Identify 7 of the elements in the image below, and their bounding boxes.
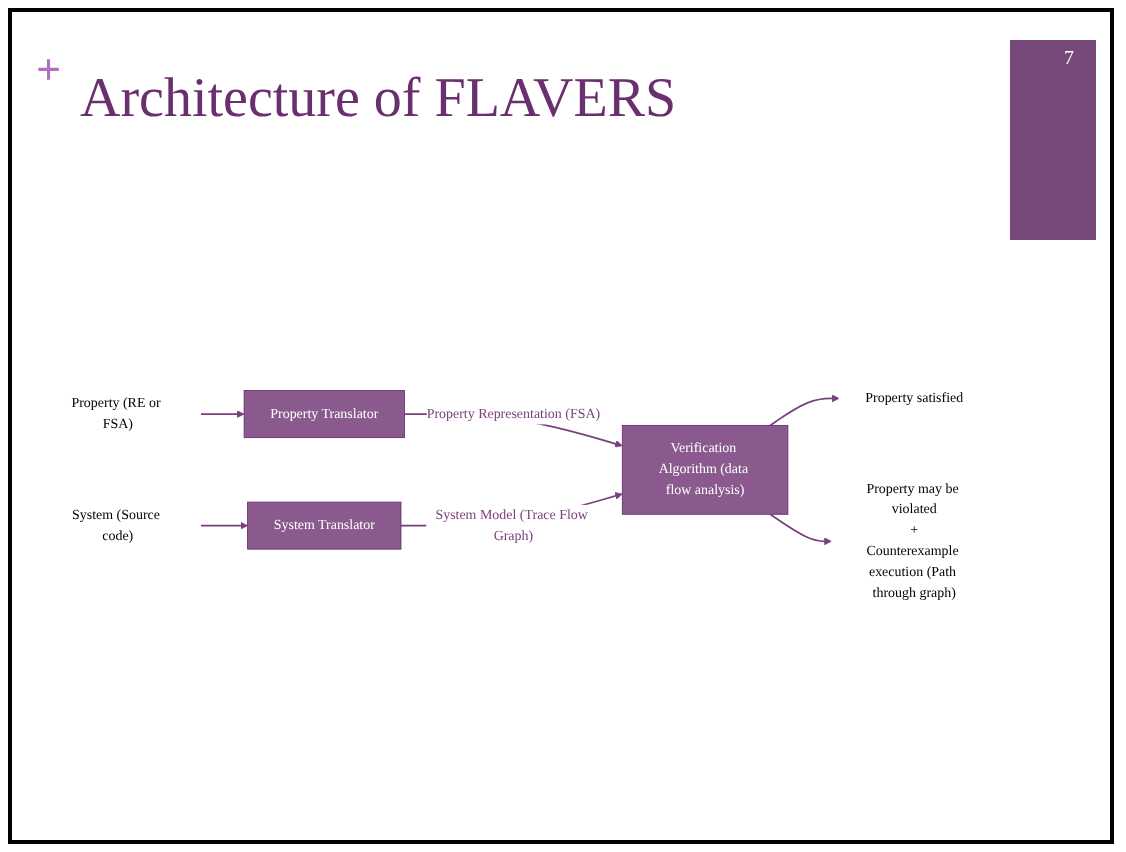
plus-mark: + [36,48,62,92]
arrow [769,513,832,546]
arrow [769,394,840,427]
slide-number: 7 [1064,48,1074,70]
arrow [199,521,248,530]
arrow [199,410,245,418]
title: Architecture of FLAVERS [80,72,677,128]
